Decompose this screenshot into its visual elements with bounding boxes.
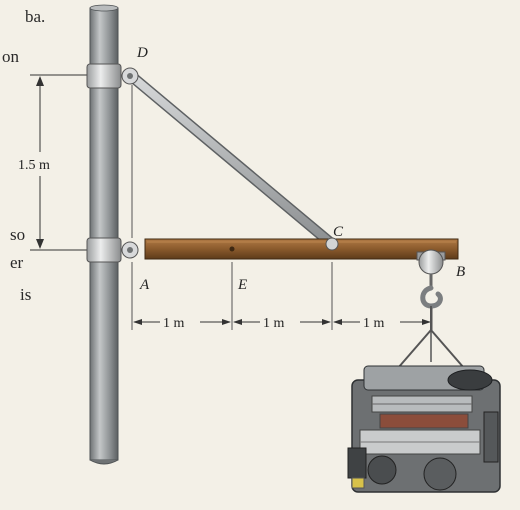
side-text-line2: on — [2, 47, 20, 66]
point-label-d: D — [136, 45, 148, 61]
collar-d — [86, 63, 139, 89]
horizontal-dimension: 1 m 1 m 1 m — [131, 262, 433, 331]
dimension-ec-label: 1 m — [263, 316, 285, 331]
dimension-ae-label: 1 m — [163, 316, 185, 331]
point-e-marker — [229, 246, 235, 252]
side-text-line1: ba. — [25, 7, 45, 26]
hook-trolley-b — [416, 249, 446, 309]
dimension-cb-label: 1 m — [363, 316, 385, 331]
side-text-line5: is — [20, 285, 31, 304]
side-text-line4: er — [10, 253, 24, 272]
point-label-b: B — [456, 264, 465, 280]
collar-a — [86, 237, 139, 263]
beam-ab — [144, 238, 459, 260]
point-label-c: C — [333, 224, 344, 240]
pin-c — [325, 237, 339, 251]
lifting-sling — [397, 306, 465, 369]
vertical-dimension: 1.5 m — [18, 74, 100, 251]
strut-dc — [124, 69, 338, 250]
side-text-line3: so — [10, 225, 25, 244]
point-label-e: E — [237, 277, 247, 293]
engine-block — [347, 365, 501, 493]
point-label-a: A — [139, 277, 150, 293]
vertical-dimension-label: 1.5 m — [18, 158, 50, 173]
